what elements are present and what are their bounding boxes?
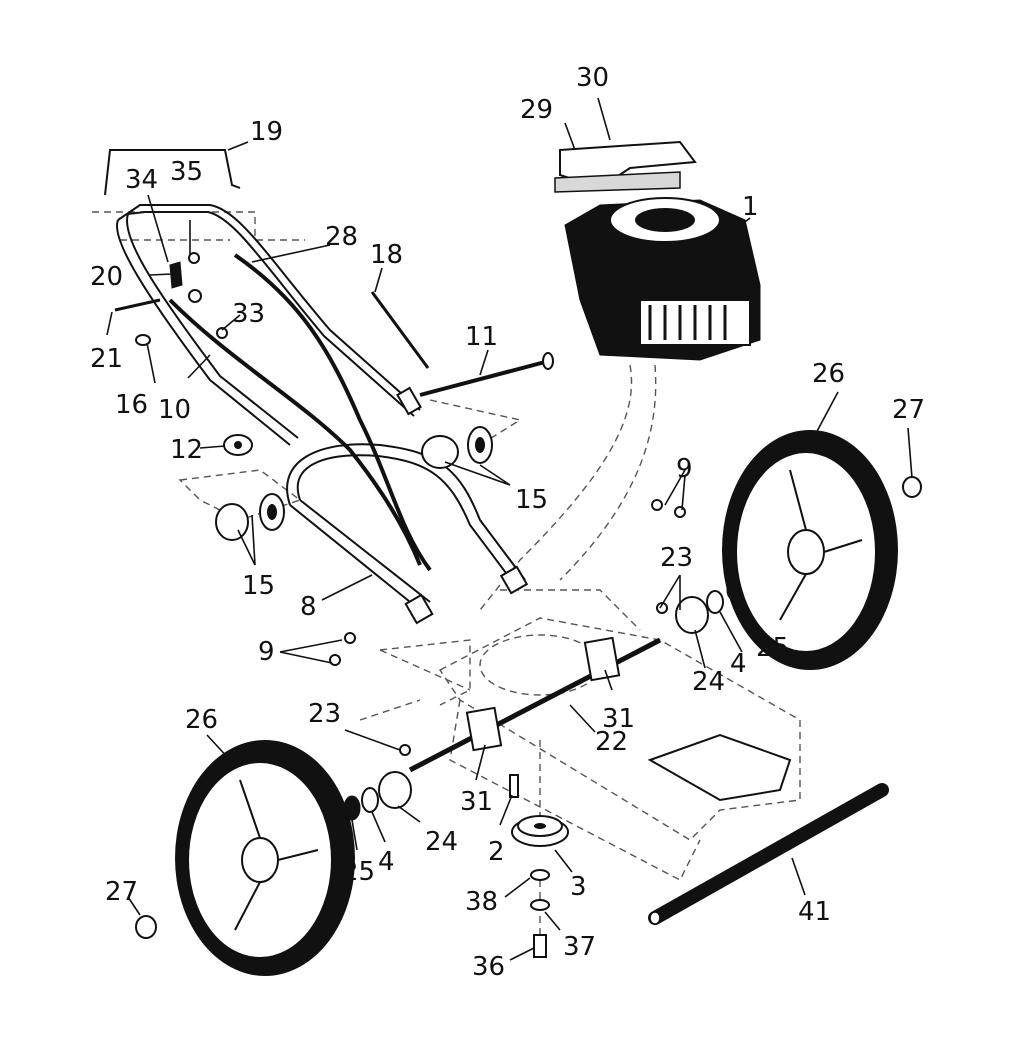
callout-30: 30	[576, 63, 609, 93]
callout-33: 33	[232, 299, 265, 329]
callout-21: 21	[90, 344, 123, 374]
callout-labels: 1 29 30 19 34 35 28 18 20 33 11 21 16 10…	[90, 63, 925, 982]
callout-23-upper: 23	[660, 543, 693, 573]
pulley-part	[509, 774, 569, 958]
callout-31-left: 31	[460, 787, 493, 817]
callout-41: 41	[798, 897, 831, 927]
callout-24-left: 24	[425, 827, 458, 857]
callout-22: 22	[595, 727, 628, 757]
callout-38: 38	[465, 887, 498, 917]
small-hardware-parts	[114, 252, 686, 756]
control-cable-part	[168, 253, 432, 572]
upper-handle-part	[104, 149, 422, 446]
callout-25-left: 25	[342, 857, 375, 887]
callout-15-lower: 15	[242, 571, 275, 601]
callout-19: 19	[250, 117, 283, 147]
callout-15-upper: 15	[515, 485, 548, 515]
callout-27-right: 27	[892, 395, 925, 425]
axle-part	[408, 636, 662, 773]
callout-29: 29	[520, 95, 553, 125]
callout-3: 3	[570, 872, 587, 902]
callout-34: 34	[125, 165, 158, 195]
callout-25-right: 25	[756, 633, 789, 663]
wheel-right	[722, 430, 922, 670]
engine-cover-parts	[554, 140, 697, 193]
callout-9-upper: 9	[676, 454, 693, 484]
callout-26-left: 26	[185, 705, 218, 735]
bar-part	[648, 783, 889, 925]
callout-26-right: 26	[812, 359, 845, 389]
callout-2: 2	[488, 837, 505, 867]
callout-4-right: 4	[730, 649, 747, 679]
lower-handle-part	[286, 443, 529, 625]
callout-1: 1	[742, 192, 759, 222]
callout-35: 35	[170, 157, 203, 187]
leader-lines	[106, 97, 913, 961]
callout-24-right: 24	[692, 667, 725, 697]
callout-8: 8	[300, 592, 317, 622]
callout-20: 20	[90, 262, 123, 292]
callout-10: 10	[158, 395, 191, 425]
callout-36: 36	[472, 952, 505, 982]
callout-23-lower: 23	[308, 699, 341, 729]
callout-31-right: 31	[602, 704, 635, 734]
wheel-left	[135, 740, 355, 976]
callout-28: 28	[325, 222, 358, 252]
engine-part	[564, 197, 761, 361]
callout-12: 12	[170, 435, 203, 465]
rod-part	[370, 291, 554, 397]
callout-37: 37	[563, 932, 596, 962]
callout-9-lower: 9	[258, 637, 275, 667]
callout-18: 18	[370, 240, 403, 270]
callout-4-left: 4	[378, 847, 395, 877]
callout-11: 11	[465, 322, 498, 352]
callout-27-left: 27	[105, 877, 138, 907]
axle-spacer-parts	[343, 578, 744, 821]
handle-knob-parts	[215, 426, 493, 541]
callout-16: 16	[115, 390, 148, 420]
